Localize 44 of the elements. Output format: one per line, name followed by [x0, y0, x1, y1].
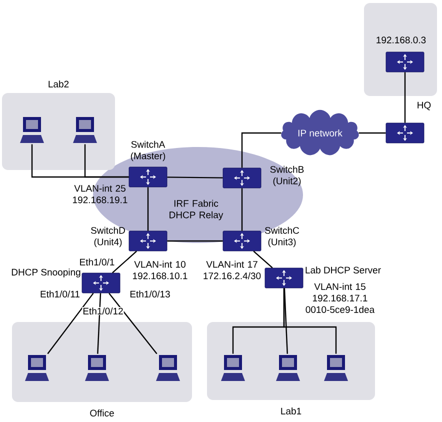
port-label: Eth1/0/1: [80, 258, 114, 266]
link-line: [241, 188, 243, 231]
link-line: [47, 292, 94, 354]
link-line: [241, 132, 282, 168]
computer-icon: [25, 355, 49, 381]
link-line: [358, 132, 386, 134]
link-line: [97, 293, 102, 354]
device-label: SwitchD (Unit4): [91, 226, 125, 248]
computer-icon: [276, 355, 300, 381]
device-label: Lab DHCP Server: [306, 266, 381, 274]
device-label: SwitchC (Unit3): [265, 226, 300, 248]
link-line: [167, 176, 223, 178]
computer-icon: [156, 355, 180, 381]
link-line: [284, 288, 288, 354]
device-label: SwitchB (Unit2): [270, 166, 304, 186]
group-label: Lab2: [48, 80, 69, 88]
network-cloud: IP network: [281, 110, 359, 156]
device-label: IRF Fabric DHCP Relay: [170, 200, 224, 220]
device-label: SwitchA (Master): [130, 140, 166, 162]
link-line: [404, 72, 406, 123]
link-line: [147, 187, 149, 231]
computer-icon: [221, 355, 245, 381]
interface-label: VLAN-int 25 192.168.19.1: [73, 184, 128, 204]
device-label: 192.168.0.3: [376, 36, 426, 44]
interface-label: VLAN-int 15 192.168.17.1 0010-5ce9-1dea: [306, 283, 375, 313]
link-line: [283, 288, 337, 354]
interface-label: VLAN-int 17 172.16.2.4/30: [204, 260, 261, 280]
interface-label: VLAN-int 10 192.168.10.1: [133, 260, 188, 280]
computer-icon: [20, 117, 44, 143]
link-line: [108, 292, 158, 354]
computer-icon: [324, 355, 348, 381]
device-label: DHCP Snooping: [12, 268, 80, 278]
computer-icon: [73, 117, 97, 143]
computer-icon: [85, 355, 109, 381]
port-label: Eth1/0/12: [83, 308, 123, 314]
link-line: [253, 250, 273, 268]
port-label: Eth1/0/11: [40, 290, 80, 298]
port-label: Eth1/0/13: [130, 290, 170, 298]
group-label: Lab1: [281, 408, 302, 414]
link-line: [167, 240, 223, 242]
device-label: HQ: [418, 102, 431, 110]
link-line: [84, 144, 129, 178]
link-line: [112, 250, 137, 274]
group-label: Office: [90, 410, 114, 416]
